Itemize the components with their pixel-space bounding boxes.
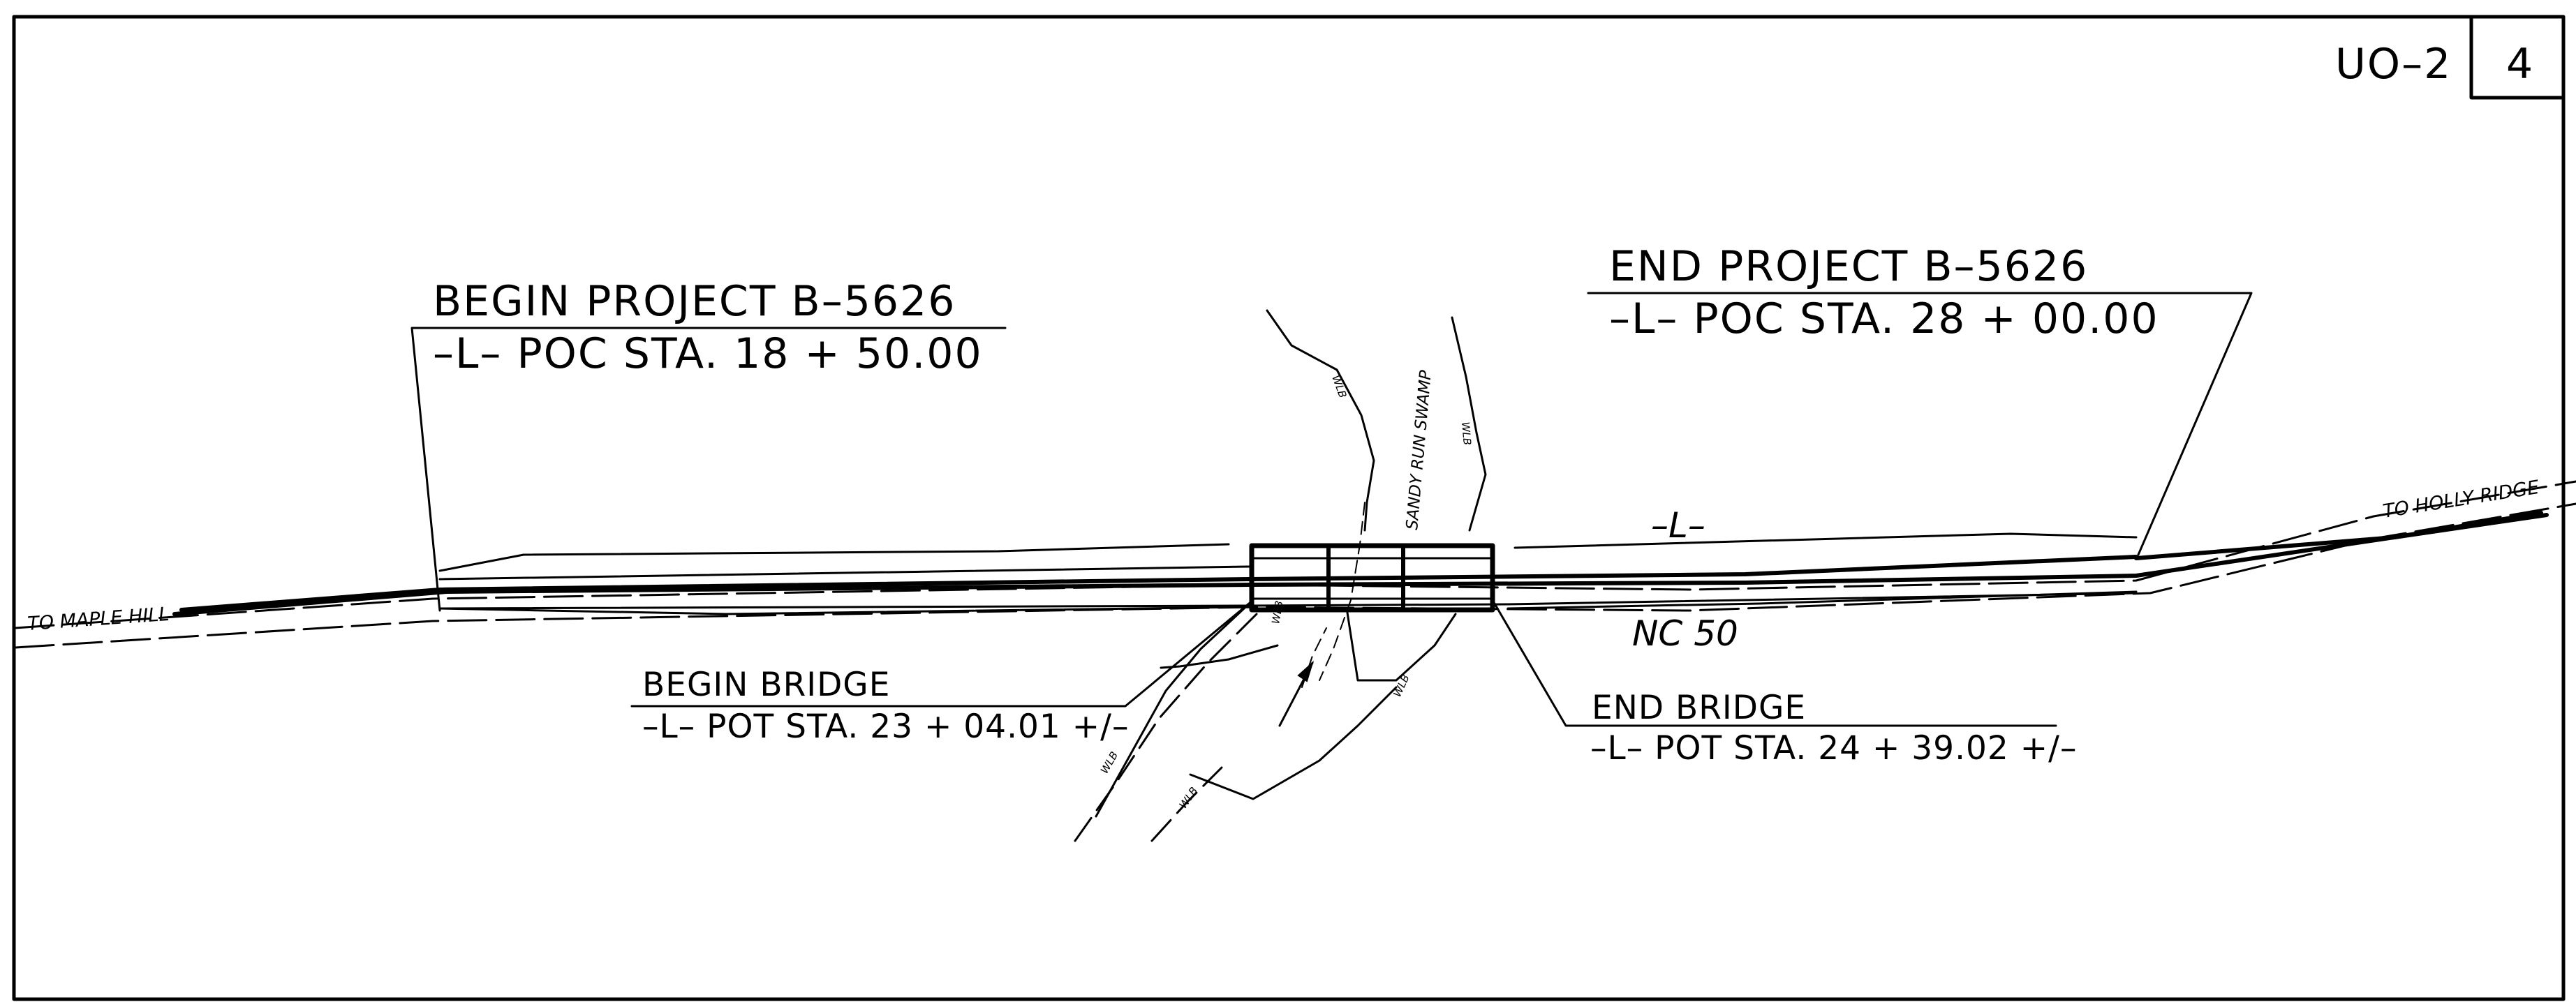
wetland-tag: WLB — [1329, 373, 1349, 400]
wetland-dashed-southwest — [1074, 613, 1258, 842]
stream-bank-east — [1346, 611, 1457, 682]
stream-channel-south — [1189, 686, 1398, 800]
wetland-boundary-west — [1266, 309, 1375, 532]
end-bridge-callout: END BRIDGE –L– POT STA. 24 + 39.02 +/– — [1491, 599, 2077, 768]
sheet-border — [12, 15, 2566, 1001]
flow-arrow-icon — [1278, 660, 1315, 727]
stream-name: SANDY RUN SWAMP — [1403, 369, 1435, 530]
slope-limit-south-east — [1507, 590, 2138, 610]
wetland-tag: WLB — [1459, 421, 1474, 446]
sheet-code: UO–2 — [2335, 40, 2452, 89]
wetland-boundary-east — [1451, 316, 1487, 532]
sheet-number-block: UO–2 4 — [2335, 15, 2566, 100]
begin-bridge-title: BEGIN BRIDGE — [642, 666, 890, 704]
wetland-tag: WLB — [1391, 673, 1412, 699]
end-project-callout: END PROJECT B–5626 –L– POC STA. 28 + 00.… — [1587, 242, 2253, 556]
begin-project-title: BEGIN PROJECT B–5626 — [433, 277, 956, 326]
begin-project-station: –L– POC STA. 18 + 50.00 — [433, 329, 983, 378]
right-of-way-lines — [14, 480, 2576, 649]
end-project-station: –L– POC STA. 28 + 00.00 — [1609, 294, 2159, 343]
slope-limit-north-west — [438, 543, 1230, 572]
slope-limit-south-west — [438, 606, 1244, 615]
slope-limit-north-east — [1513, 532, 2138, 549]
road-east-approach — [2134, 513, 2549, 560]
stream-dashed-crossing — [1319, 502, 1365, 681]
wetland-tag: WLB — [1269, 600, 1286, 625]
wetland-tag: WLB — [1098, 749, 1120, 776]
road-lane-south — [438, 592, 2138, 610]
bridge — [1249, 543, 1495, 613]
begin-bridge-station: –L– POT STA. 23 + 04.01 +/– — [642, 708, 1129, 746]
stream-bank-west — [1095, 599, 1254, 818]
sheet-number: 4 — [2506, 40, 2534, 89]
road-lane-north — [438, 565, 1251, 581]
sheet-number-box — [2469, 15, 2566, 100]
wetland-boundary-southwest — [1160, 644, 1279, 669]
road-name: NC 50 — [1632, 613, 1738, 654]
end-bridge-station: –L– POT STA. 24 + 39.02 +/– — [1590, 729, 2077, 768]
direction-west: TO MAPLE HILL — [27, 604, 170, 635]
end-bridge-title: END BRIDGE — [1592, 689, 1806, 727]
wetland-tag: WLB — [1177, 785, 1201, 812]
alignment-label: –L– — [1651, 505, 1705, 546]
roadway — [172, 511, 2549, 616]
end-project-title: END PROJECT B–5626 — [1609, 242, 2088, 291]
road-west-approach — [172, 590, 449, 616]
begin-project-callout: BEGIN PROJECT B–5626 –L– POC STA. 18 + 5… — [410, 277, 1007, 612]
wetland-dashed-south — [1150, 766, 1223, 842]
begin-bridge-callout: BEGIN BRIDGE –L– POT STA. 23 + 04.01 +/– — [630, 599, 1254, 746]
